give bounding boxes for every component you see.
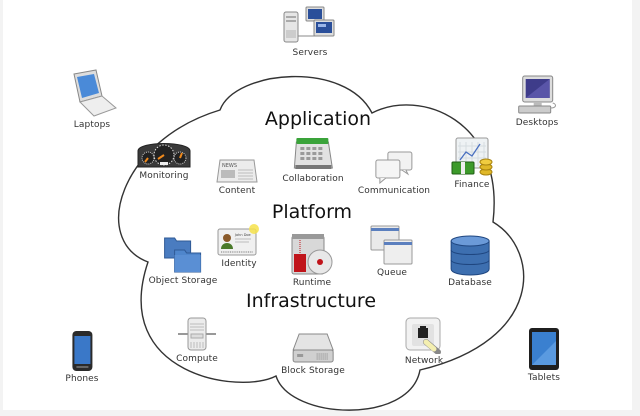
service-identity[interactable]: John Doe Identity (216, 223, 262, 269)
finance-label: Finance (454, 180, 490, 190)
service-runtime[interactable]: Runtime (290, 232, 334, 288)
service-queue[interactable]: Queue (369, 224, 415, 278)
client-tablets[interactable]: Tablets (527, 327, 561, 383)
runtime-label: Runtime (292, 278, 332, 288)
service-finance[interactable]: Finance (450, 136, 494, 190)
collaboration-label: Collaboration (282, 174, 344, 184)
finance-chart-money-icon (451, 137, 493, 176)
service-compute[interactable]: Compute (176, 316, 218, 364)
service-content[interactable]: NEWS Content (216, 158, 258, 196)
servers-label: Servers (292, 48, 328, 58)
service-object-storage[interactable]: Object Storage (149, 234, 218, 286)
service-network[interactable]: Network (404, 316, 444, 366)
tablets-label: Tablets (527, 373, 561, 383)
identity-label: Identity (221, 259, 257, 269)
hard-drive-icon (292, 333, 334, 363)
stacked-windows-icon (370, 225, 413, 265)
service-collaboration[interactable]: Collaboration (282, 136, 344, 184)
block-storage-label: Block Storage (281, 366, 345, 376)
layer-title-infrastructure: Infrastructure (245, 290, 377, 312)
folders-icon (164, 237, 202, 273)
service-block-storage[interactable]: Block Storage (281, 332, 345, 376)
phones-label: Phones (65, 374, 99, 384)
content-label: Content (218, 186, 256, 196)
laptop-icon (73, 69, 117, 117)
phone-icon (71, 331, 92, 371)
tablet-icon (529, 328, 559, 370)
desktop-icon (518, 75, 557, 114)
runtime-box-disc-icon (291, 234, 333, 275)
compute-label: Compute (176, 354, 218, 364)
dashboard-gauge-icon (137, 143, 191, 168)
client-phones[interactable]: Phones (65, 330, 98, 384)
communication-label: Communication (357, 186, 431, 196)
calendar-icon (293, 138, 333, 169)
object-storage-label: Object Storage (148, 276, 218, 286)
layer-title-application: Application (264, 108, 372, 130)
chat-bubbles-icon (375, 151, 413, 184)
service-communication[interactable]: Communication (358, 150, 430, 196)
id-card-icon: John Doe (217, 224, 259, 256)
database-label: Database (448, 278, 492, 288)
servers-icon (283, 6, 335, 43)
client-desktops[interactable]: Desktops (516, 74, 559, 128)
ethernet-port-icon (405, 317, 441, 354)
newspaper-icon: NEWS (216, 159, 258, 183)
network-label: Network (404, 356, 444, 366)
desktops-label: Desktops (515, 118, 559, 128)
id-name-text: John Doe (234, 233, 251, 237)
service-monitoring[interactable]: Monitoring (136, 137, 192, 181)
laptops-label: Laptops (73, 120, 111, 130)
queue-label: Queue (376, 268, 408, 278)
layer-title-platform: Platform (271, 201, 353, 223)
client-servers[interactable]: Servers (282, 6, 338, 58)
database-cylinder-icon (450, 235, 490, 276)
server-tower-icon (178, 317, 216, 351)
client-laptops[interactable]: Laptops (66, 68, 118, 130)
monitoring-label: Monitoring (139, 171, 189, 181)
news-glyph-text: NEWS (222, 163, 237, 169)
service-database[interactable]: Database (448, 234, 492, 288)
